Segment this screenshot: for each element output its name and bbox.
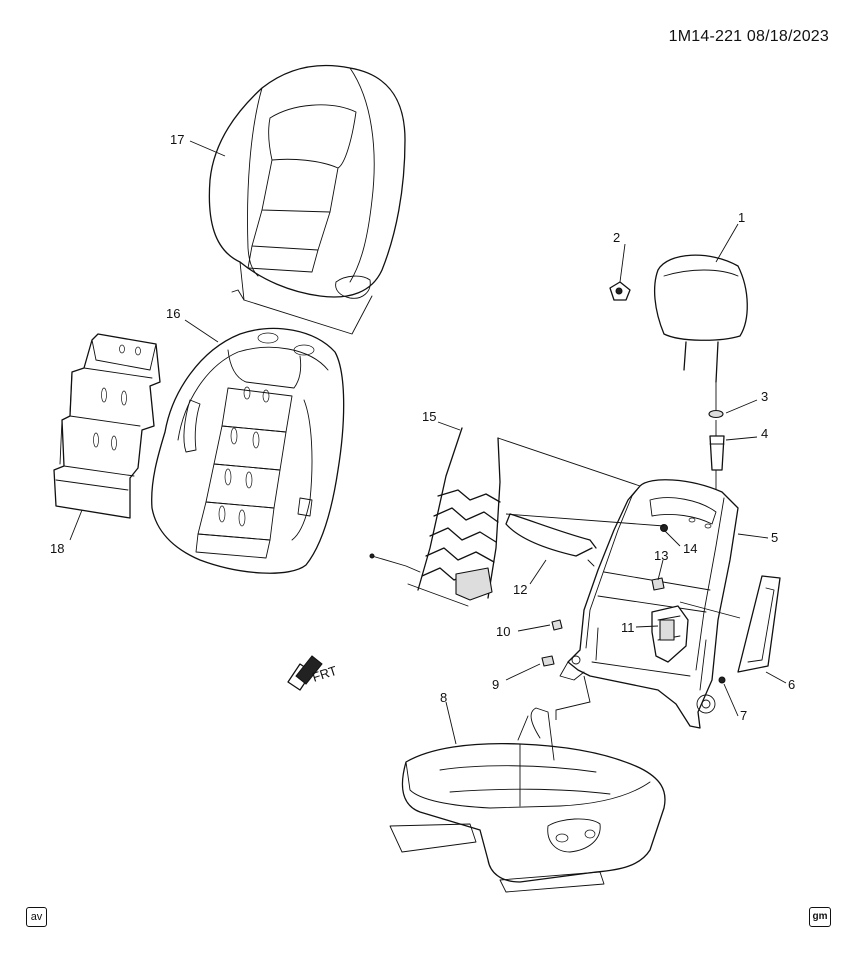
part-11-recliner-motor[interactable] (651, 605, 689, 663)
part-16-seatback-cushion[interactable] (151, 327, 345, 574)
callout-4: 4 (761, 426, 768, 441)
front-direction-indicator: FRT (287, 655, 339, 691)
part-18-heater-pad[interactable] (53, 333, 161, 519)
callout-6: 6 (788, 677, 795, 692)
part-1-headrest[interactable] (654, 254, 748, 383)
av-badge: av (26, 907, 47, 927)
callout-16: 16 (166, 306, 180, 321)
part-6-side-panel[interactable] (737, 575, 781, 673)
callout-8: 8 (440, 690, 447, 705)
part-9-nut[interactable] (541, 655, 555, 667)
callout-15: 15 (422, 409, 436, 424)
callout-5: 5 (771, 530, 778, 545)
front-indicator-label: FRT (310, 663, 339, 685)
callout-9: 9 (492, 677, 499, 692)
part-3-guide-ring[interactable] (708, 409, 724, 419)
callout-1: 1 (738, 210, 745, 225)
part-5-seatback-frame[interactable] (559, 479, 739, 729)
part-2-headrest-button[interactable] (609, 281, 631, 301)
part-8-seat-cushion-assembly[interactable] (389, 707, 666, 893)
gm-logo-badge: gm (809, 907, 831, 927)
part-10-bolt[interactable] (551, 619, 563, 631)
callout-2: 2 (613, 230, 620, 245)
callout-11: 11 (621, 620, 635, 635)
leader-lines (69, 140, 787, 745)
callout-13: 13 (654, 548, 668, 563)
callout-12: 12 (513, 582, 527, 597)
part-12-wire-bracket[interactable] (505, 513, 597, 567)
callout-10: 10 (496, 624, 510, 639)
callout-17: 17 (170, 132, 184, 147)
callout-18: 18 (50, 541, 64, 556)
part-4-guide-sleeve[interactable] (709, 435, 725, 471)
diagram-reference-id: 1M14-221 08/18/2023 (668, 28, 829, 45)
callout-14: 14 (683, 541, 697, 556)
part-7-bolt[interactable] (718, 676, 726, 684)
callout-labels: 1 2 3 4 5 6 7 8 9 10 11 12 13 14 15 16 1… (50, 132, 795, 723)
callout-7: 7 (740, 708, 747, 723)
part-17-seatback-cover[interactable] (208, 64, 406, 335)
part-15-lumbar-support-wire[interactable] (369, 427, 501, 607)
callout-3: 3 (761, 389, 768, 404)
